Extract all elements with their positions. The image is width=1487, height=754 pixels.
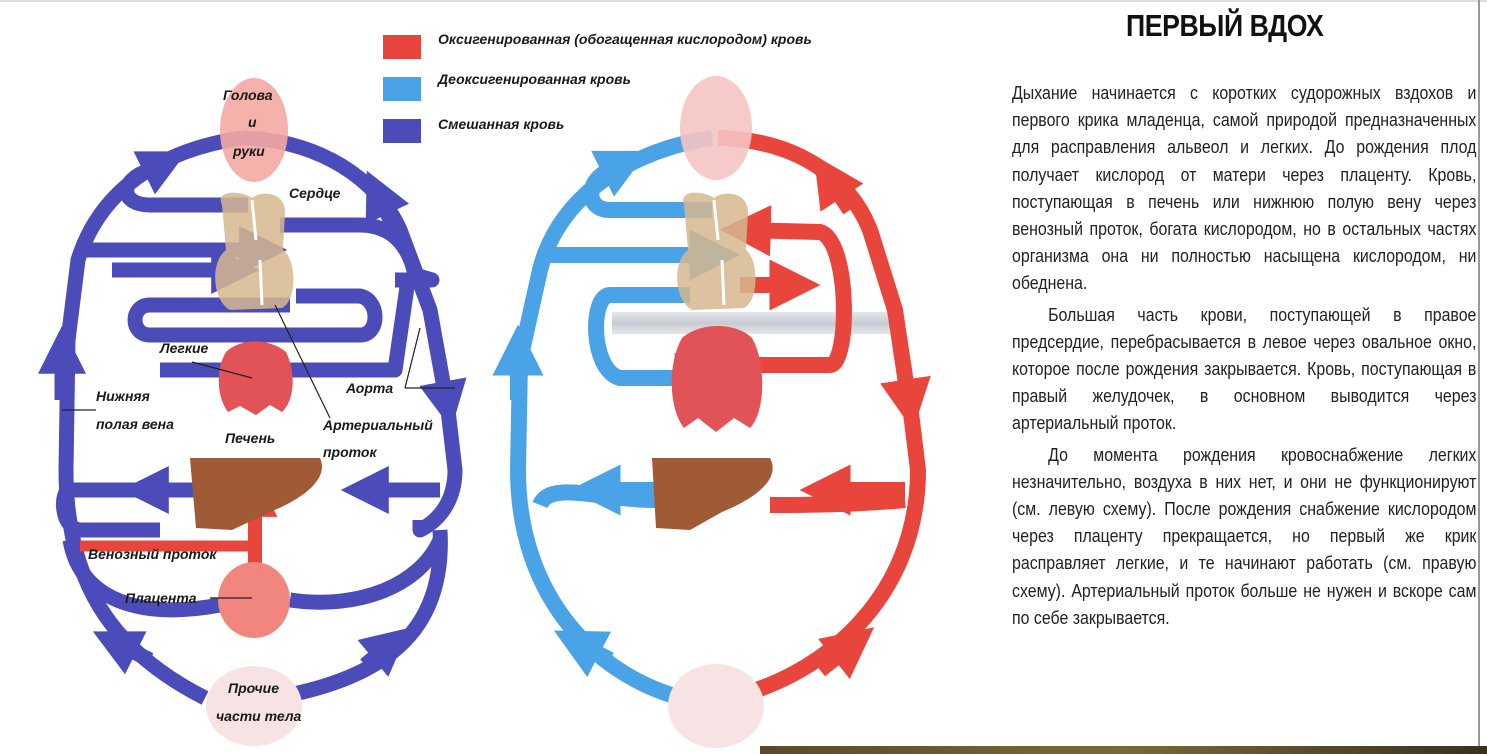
head-organ xyxy=(220,78,288,182)
liver-organ-newborn xyxy=(652,458,773,530)
vessel-ductus-arteriosus xyxy=(280,278,416,378)
vessel-right-descending xyxy=(412,409,463,538)
heart-organ-newborn xyxy=(677,192,756,310)
vessel-red-from-lungs xyxy=(719,205,852,373)
paragraph-3: До момента рождения кровоснабжение легки… xyxy=(1012,443,1477,628)
newborn-circulation-diagram xyxy=(492,76,931,748)
vessel-blue-upper xyxy=(583,150,712,218)
label-ductus-arteriosus-line1: Артериальный xyxy=(322,417,433,433)
label-placenta: Плацента xyxy=(125,590,197,606)
vessel-bottom-right-arrow xyxy=(357,627,410,677)
vessel-upper-right xyxy=(280,217,440,288)
top-border xyxy=(0,0,1487,2)
label-head-line1: Голова xyxy=(223,87,273,103)
label-aorta: Аорта xyxy=(345,380,393,396)
heart-septum-newborn xyxy=(712,199,726,306)
legend-swatch-deoxygenated xyxy=(383,77,421,101)
bottom-photo-strip xyxy=(760,746,1487,754)
lung-band xyxy=(612,312,892,334)
vessel-blue-bottom-arrow xyxy=(553,630,614,677)
label-ductus-arteriosus-line2: проток xyxy=(323,444,377,460)
label-ivc-line2: полая вена xyxy=(96,416,174,432)
paragraph-1: Дыхание начинается с коротких судорожных… xyxy=(1012,82,1477,294)
label-ductus-venosus: Венозный проток xyxy=(88,546,217,562)
legend: Оксигенированная (обогащенная кислородом… xyxy=(383,31,812,143)
label-lungs: Легкие xyxy=(159,340,209,356)
leader-ductus-arteriosus xyxy=(274,304,331,419)
heart-septum xyxy=(250,199,264,306)
label-liver: Печень xyxy=(225,430,275,446)
label-head-line3: руки xyxy=(232,143,265,159)
article-body: Дыхание начинается с коротких судорожных… xyxy=(1012,79,1476,631)
legend-swatch-oxygenated xyxy=(383,35,421,59)
vessel-placenta-right xyxy=(288,536,447,610)
vessel-blue-to-lungs xyxy=(588,287,726,404)
vessel-placenta-loop xyxy=(62,538,222,618)
body-organ xyxy=(206,666,302,746)
vessel-red-descending xyxy=(718,404,926,708)
body-organ-newborn xyxy=(668,664,764,748)
label-heart: Сердце xyxy=(289,185,341,201)
label-head-line2: и xyxy=(248,114,257,130)
paragraph-2: Большая часть крови, поступающей в право… xyxy=(1012,303,1477,434)
heart-organ xyxy=(215,192,294,310)
vessel-red-liver-2 xyxy=(769,492,906,513)
label-ivc-line1: Нижняя xyxy=(96,388,150,404)
article-title: ПЕРВЫЙ ВДОХ xyxy=(1126,8,1324,43)
legend-label-mixed: Смешанная кровь xyxy=(438,116,564,132)
vessel-blue-lower-loop xyxy=(532,484,656,510)
fetal-circulation-diagram: Голова и руки Сердце Легкие Аорта Нижняя… xyxy=(37,78,467,746)
leader-lungs xyxy=(191,361,253,379)
vessel-upper-left xyxy=(119,151,248,213)
placenta-organ xyxy=(218,562,290,638)
vessel-red-bottom-arrow xyxy=(815,627,875,680)
liver-organ xyxy=(190,458,322,530)
vessel-bottom-left-arrow xyxy=(92,631,154,675)
legend-swatch-mixed xyxy=(383,119,421,143)
vessel-red-upper-arrow xyxy=(813,154,864,215)
vessel-liver-left xyxy=(55,482,195,538)
lungs-organ-newborn xyxy=(671,326,763,432)
leader-aorta-2 xyxy=(404,327,421,389)
label-body-line1: Прочие xyxy=(228,680,279,696)
head-organ-newborn xyxy=(680,76,752,180)
lungs-organ xyxy=(218,341,293,415)
vessel-right-atrium-loop xyxy=(127,288,383,343)
label-body-line2: части тела xyxy=(216,708,302,724)
legend-label-deoxygenated: Деоксигенированная кровь xyxy=(437,71,631,87)
legend-label-oxygenated: Оксигенированная (обогащенная кислородом… xyxy=(438,31,812,47)
vessel-right-up-arrow xyxy=(365,170,410,234)
page-edge-rule xyxy=(1478,0,1480,746)
